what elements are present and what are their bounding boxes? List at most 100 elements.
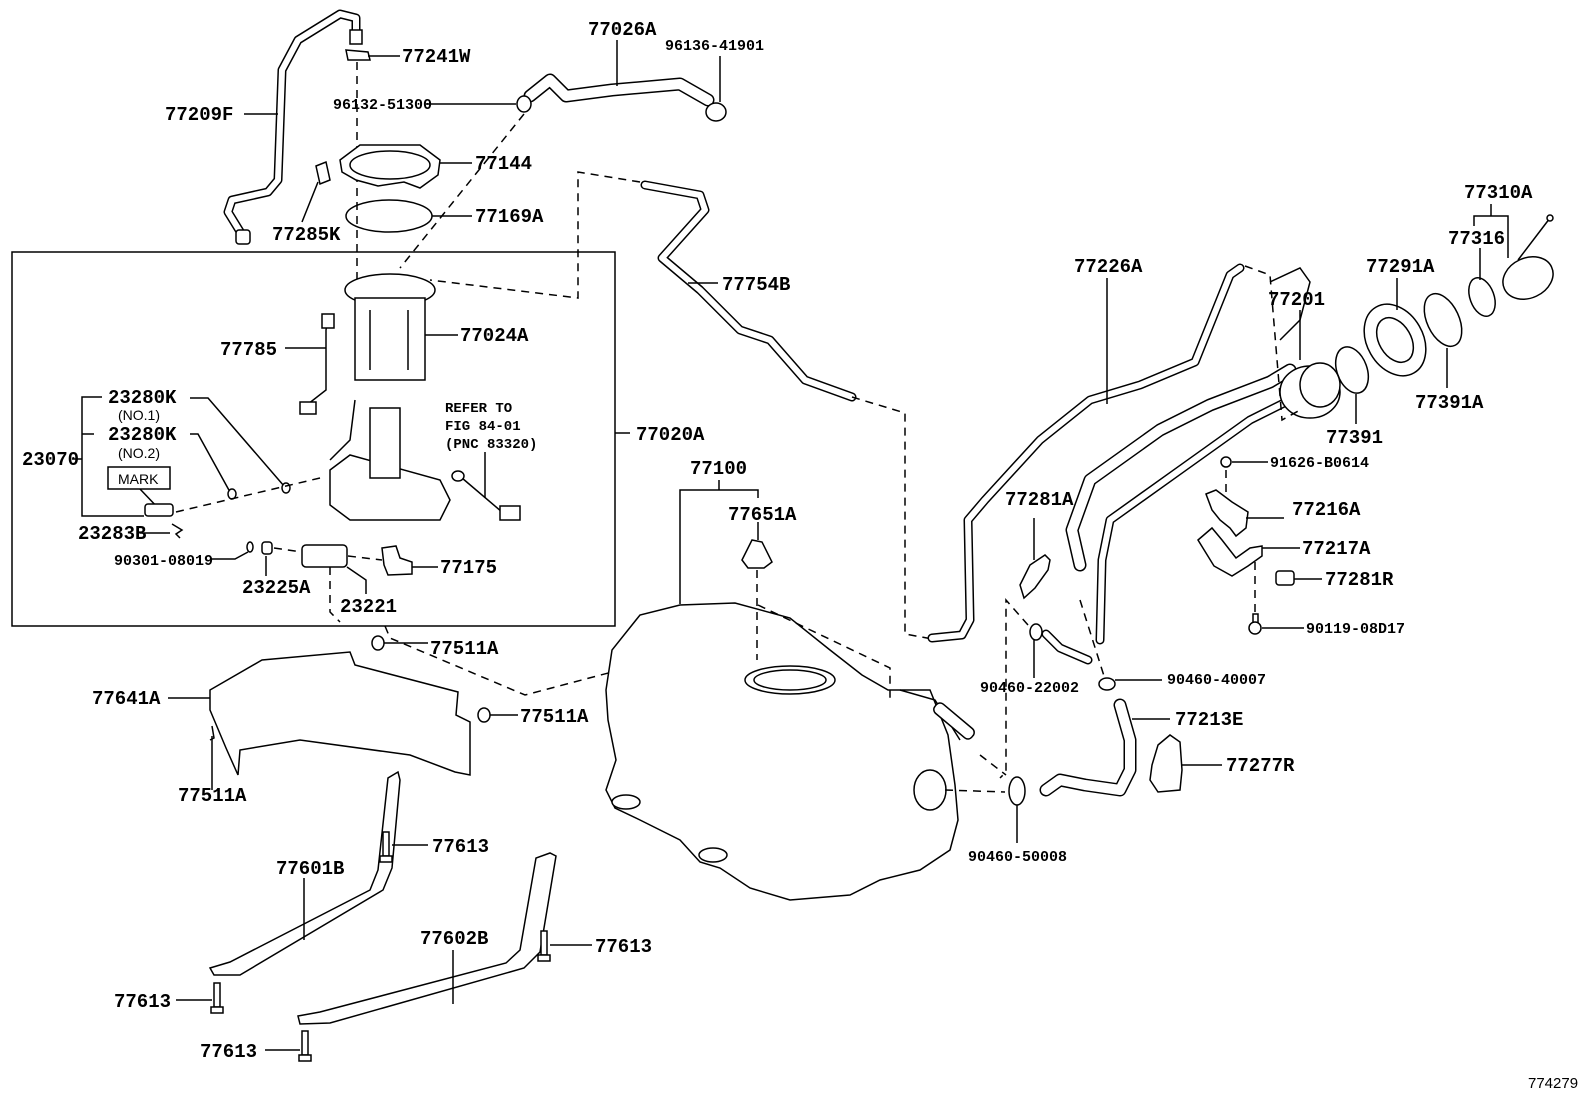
part-label-77216A[interactable]: 77216A [1292,499,1361,521]
part-label-77201[interactable]: 77201 [1268,289,1325,311]
clip-23283B[interactable] [171,523,184,539]
tube-77754B[interactable] [640,180,857,402]
clip-77511A-top[interactable] [371,635,385,651]
part-label-77601B[interactable]: 77601B [276,858,344,880]
part-label-77651A[interactable]: 77651A [728,504,797,526]
part-label-77310A[interactable]: 77310A [1464,182,1533,204]
part-label-77641A[interactable]: 77641A [92,688,161,710]
fuel-pump-module-77024A[interactable] [344,273,436,381]
bolt-77613-b[interactable] [537,930,551,962]
clamp-90460-22002[interactable] [1029,623,1043,641]
part-label-77209F[interactable]: 77209F [165,104,233,126]
part-label-77213E[interactable]: 77213E [1175,709,1243,731]
o-ring-23280K-no1[interactable] [281,482,291,494]
protector-77277R[interactable] [1149,734,1183,793]
bolt-77613-d[interactable] [298,1030,312,1062]
part-label-90119-08D17[interactable]: 90119-08D17 [1306,621,1405,638]
vent-tube-77209F[interactable] [223,9,363,245]
clip-77281R[interactable] [1275,570,1295,586]
clip-77511A-right[interactable] [477,707,491,723]
part-label-77613-d[interactable]: 77613 [200,1041,257,1063]
part-label-77785[interactable]: 77785 [220,339,277,361]
guide-line-77754B-top [429,171,641,299]
filler-pipe-77201[interactable] [1065,267,1341,645]
part-label-90460-40007[interactable]: 90460-40007 [1167,672,1266,689]
fuel-cap-77310A[interactable] [1496,214,1560,307]
part-label-96136-41901[interactable]: 96136-41901 [665,38,764,55]
part-label-23283B[interactable]: 23283B [78,523,146,545]
filler-hose-77213E[interactable] [1039,698,1137,797]
fuel-filter-part[interactable] [144,503,174,517]
tank-strap-77602B[interactable] [297,852,557,1025]
part-label-23280K-no2[interactable]: 23280K [108,424,177,446]
fuel-pump-23221[interactable] [301,544,348,568]
part-label-77391[interactable]: 77391 [1326,427,1383,449]
part-label-90460-50008[interactable]: 90460-50008 [968,849,1067,866]
part-label-77026A[interactable]: 77026A [588,19,657,41]
part-label-77391A[interactable]: 77391A [1415,392,1484,414]
part-label-90460-22002[interactable]: 90460-22002 [980,680,1079,697]
part-label-77024A[interactable]: 77024A [460,325,529,347]
part-label-77511A-left[interactable]: 77511A [178,785,247,807]
clamp-90460-40007[interactable] [1098,677,1116,691]
part-label-77754B[interactable]: 77754B [722,274,790,296]
o-ring-90301-08019[interactable] [246,541,254,553]
gasket-77169A[interactable] [345,199,433,233]
screw-91626-B0614[interactable] [1220,456,1232,468]
part-label-77175[interactable]: 77175 [440,557,497,579]
clip-77241W[interactable] [345,49,371,61]
part-label-23225A[interactable]: 23225A [242,577,311,599]
part-label-96132-51300[interactable]: 96132-51300 [333,97,432,114]
bolt-77613-a[interactable] [379,831,393,863]
part-label-77613-c[interactable]: 77613 [114,991,171,1013]
bolt-77613-c[interactable] [210,982,224,1014]
part-label-77613-b[interactable]: 77613 [595,936,652,958]
clamp-96132-51300[interactable] [516,95,532,113]
part-label-23221[interactable]: 23221 [340,596,397,618]
bracket-77217A[interactable] [1197,526,1263,577]
part-label-77241W[interactable]: 77241W [402,46,471,68]
part-label-23280K-no1[interactable]: 23280K [108,387,177,409]
part-label-77281A[interactable]: 77281A [1005,489,1074,511]
part-label-77602B[interactable]: 77602B [420,928,488,950]
sender-gauge-77785[interactable] [299,313,335,415]
cushion-77651A[interactable] [741,539,773,569]
part-label-77169A[interactable]: 77169A [475,206,544,228]
hose-77026A[interactable] [523,73,715,107]
gasket-77316[interactable] [1464,274,1500,320]
gasket-77391[interactable] [1330,342,1375,397]
bolt-90119-08D17[interactable] [1248,613,1262,635]
part-label-77281R[interactable]: 77281R [1325,569,1394,591]
part-label-77226A[interactable]: 77226A [1074,256,1143,278]
tank-strap-77601B[interactable] [208,770,401,976]
part-label-77316[interactable]: 77316 [1448,228,1505,250]
bracket-77216A[interactable] [1205,489,1249,538]
fuel-sender-refer-part[interactable] [451,470,521,521]
fuel-pump-bracket[interactable] [329,399,451,521]
heat-insulator-77641A[interactable] [209,651,471,776]
part-label-77277R[interactable]: 77277R [1226,755,1295,777]
breather-tube-77226A[interactable] [927,263,1245,643]
bracket-77175[interactable] [381,545,413,576]
part-label-23070[interactable]: 23070 [22,449,79,471]
clamp-96136-41901[interactable] [705,102,727,122]
filler-neck-77291A[interactable] [1352,293,1438,387]
part-label-77144[interactable]: 77144 [475,153,532,175]
clip-77281A[interactable] [1019,554,1051,600]
part-label-77217A[interactable]: 77217A [1302,538,1371,560]
clip-77285K[interactable] [315,160,331,186]
part-label-77291A[interactable]: 77291A [1366,256,1435,278]
part-label-77511A-right[interactable]: 77511A [520,706,589,728]
part-label-77613-a[interactable]: 77613 [432,836,489,858]
clamp-90460-50008[interactable] [1008,776,1026,806]
part-label-77285K[interactable]: 77285K [272,224,341,246]
part-label-91626-B0614[interactable]: 91626-B0614 [1270,455,1369,472]
part-label-77020A[interactable]: 77020A [636,424,705,446]
gasket-77391A[interactable] [1417,288,1470,352]
part-label-77511A-top[interactable]: 77511A [430,638,499,660]
fuel-tank-77100[interactable] [605,602,976,901]
filter-23225A[interactable] [261,541,273,555]
part-label-77100[interactable]: 77100 [690,458,747,480]
leader-90301-08019 [212,551,249,560]
part-label-90301-08019[interactable]: 90301-08019 [114,553,213,570]
